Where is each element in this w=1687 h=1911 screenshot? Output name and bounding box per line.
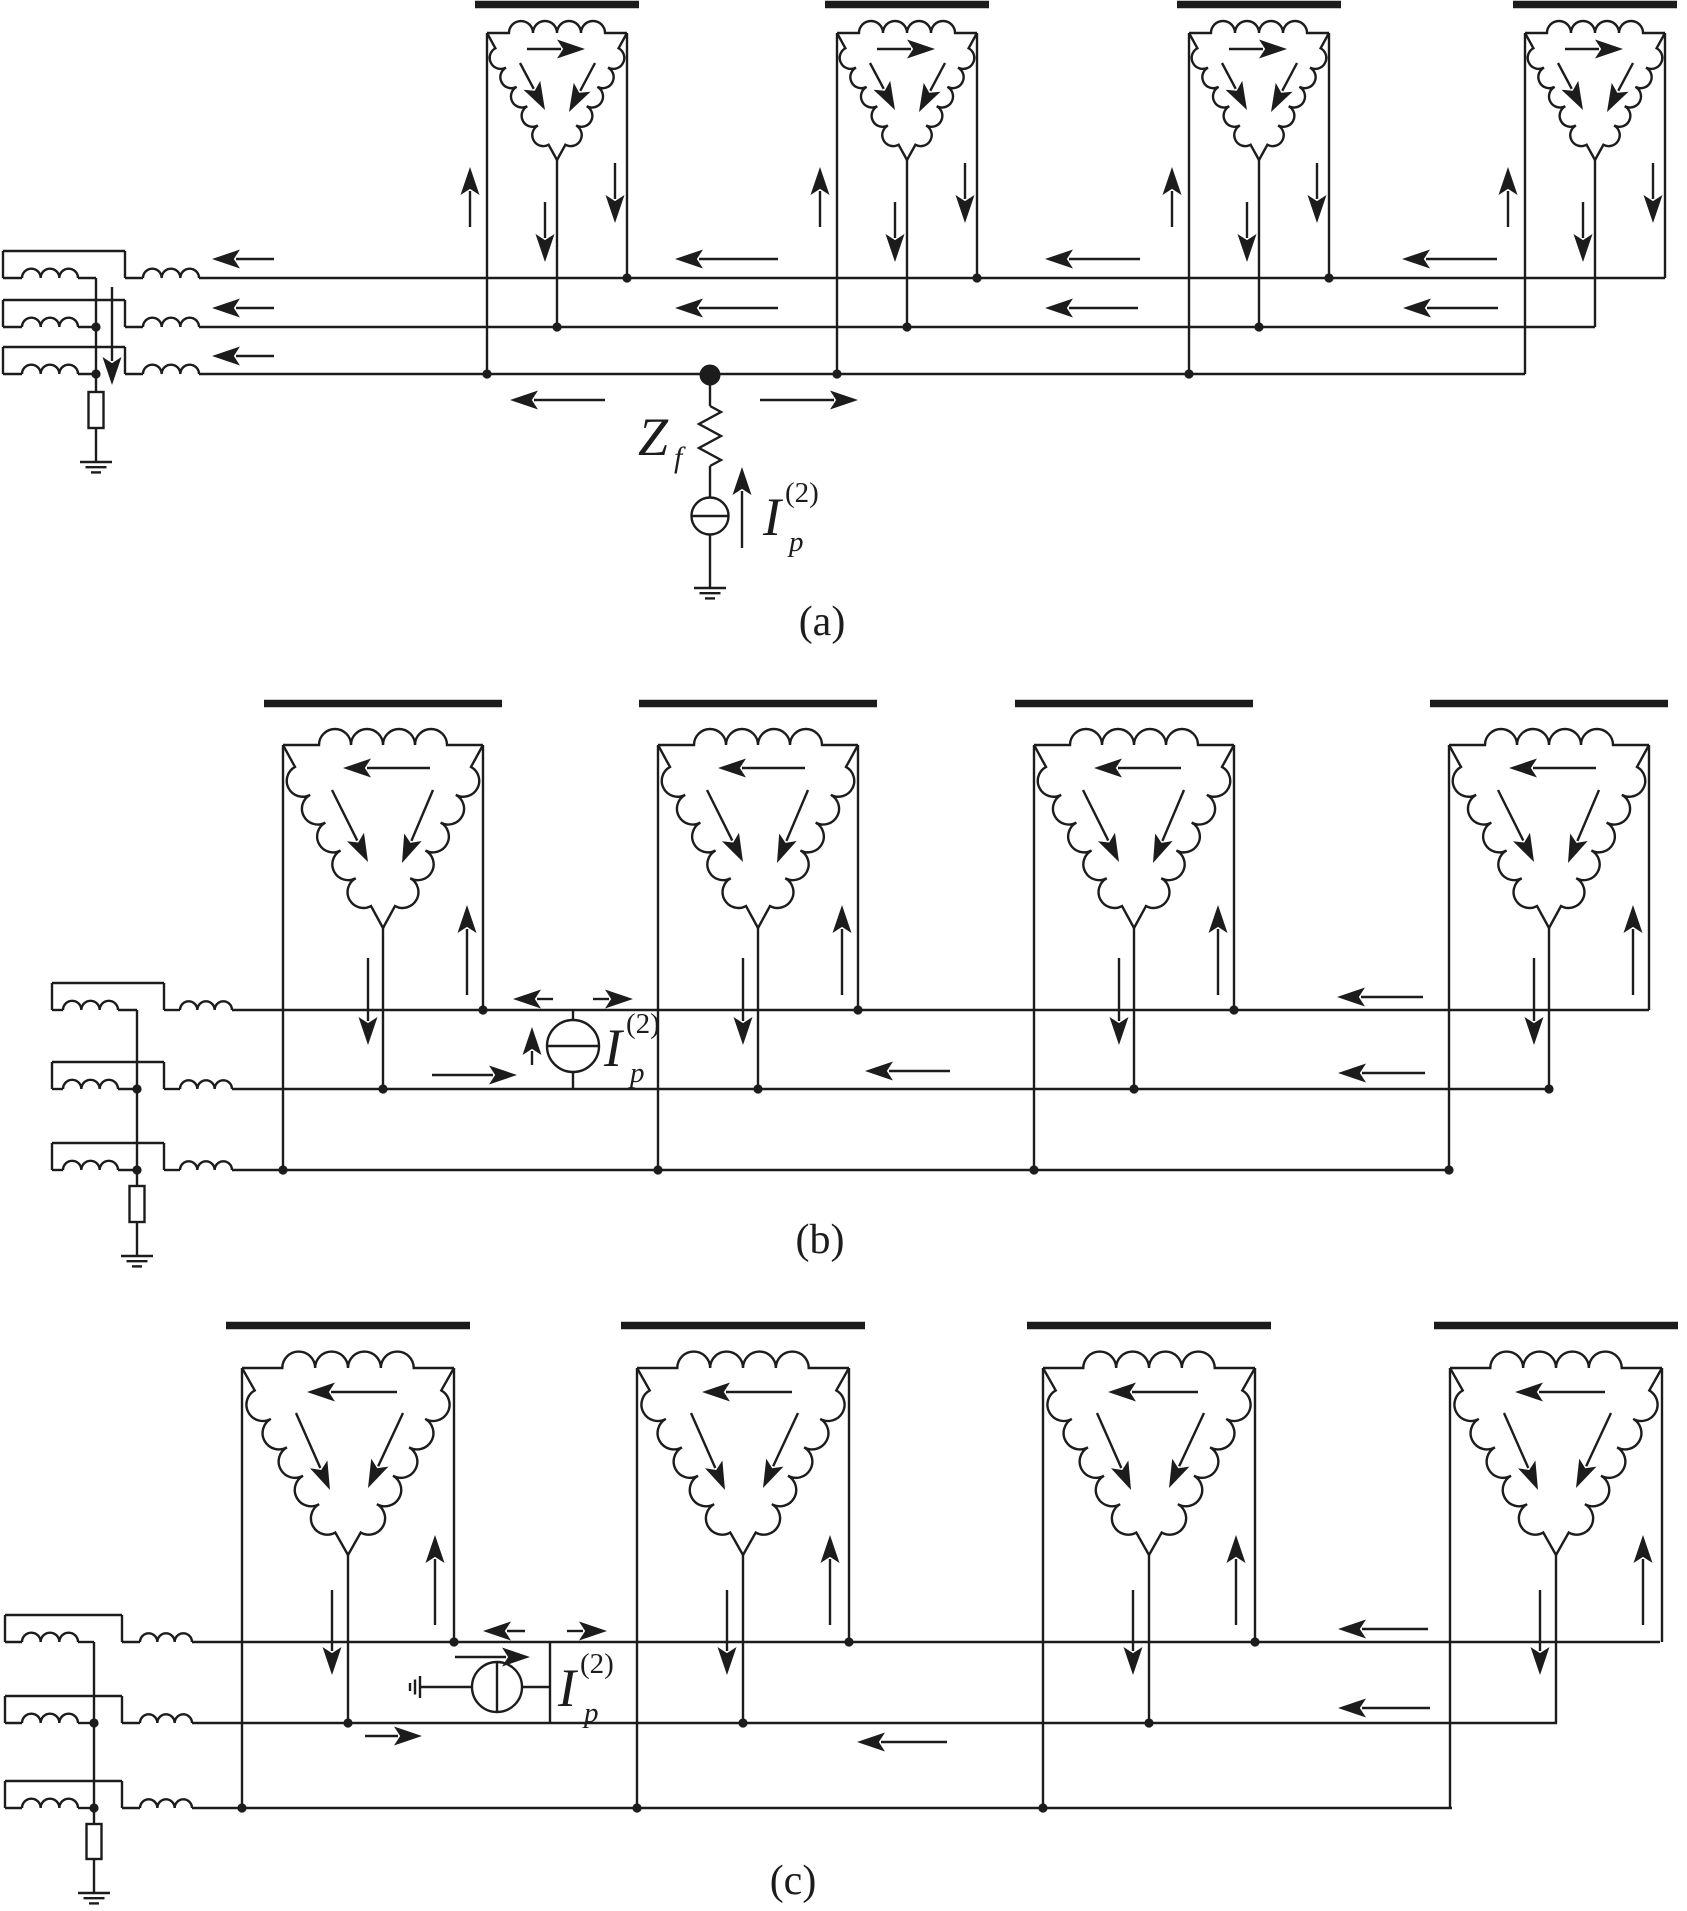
transformer-a-1 bbox=[460, 0, 639, 379]
transformer-a-2 bbox=[810, 0, 989, 379]
fault-b: I(2) p bbox=[522, 1008, 660, 1089]
transformer-a-3 bbox=[1162, 0, 1341, 379]
transformer-c-3 bbox=[1027, 1321, 1271, 1813]
label-text: p bbox=[787, 526, 804, 558]
section-b: I(2) p (b) bbox=[50, 699, 1668, 1268]
label-text: (2) bbox=[580, 1648, 614, 1680]
transformer-b-3 bbox=[1015, 699, 1253, 1175]
label-text: (a) bbox=[799, 599, 846, 645]
transformer-b-4 bbox=[1430, 699, 1668, 1175]
fault-c: I(2) p bbox=[408, 1642, 614, 1729]
label-text: I bbox=[557, 1658, 579, 1718]
label-text: (b) bbox=[796, 1217, 845, 1263]
flow-arrows-c bbox=[365, 1619, 1430, 1752]
flow-arrows-a bbox=[212, 249, 1498, 410]
source-a bbox=[1, 249, 201, 474]
bus-lines-c bbox=[192, 1640, 1660, 1810]
section-c: I(2) p (c) bbox=[3, 1321, 1678, 1905]
label-text: (2) bbox=[785, 477, 819, 509]
bus-lines-b bbox=[232, 1008, 1649, 1172]
transformer-c-2 bbox=[621, 1321, 865, 1813]
label-text: (2) bbox=[626, 1008, 660, 1040]
transformer-b-2 bbox=[639, 699, 877, 1175]
label-text: f bbox=[674, 441, 686, 474]
transformer-c-1 bbox=[226, 1321, 470, 1813]
flow-arrows-b bbox=[432, 987, 1425, 1085]
label-text: Z bbox=[638, 407, 669, 467]
label-text: p bbox=[582, 1697, 599, 1729]
source-c bbox=[3, 1613, 194, 1905]
bus-lines-a bbox=[199, 276, 1665, 376]
transformer-b-1 bbox=[264, 699, 502, 1175]
label-text: I bbox=[603, 1018, 625, 1078]
source-b bbox=[50, 981, 234, 1268]
label-text: I bbox=[762, 487, 784, 547]
transformer-a-4 bbox=[1498, 0, 1677, 374]
label-text: (c) bbox=[770, 1858, 817, 1904]
transformer-c-4 bbox=[1434, 1321, 1678, 1808]
label-text: p bbox=[628, 1057, 645, 1089]
